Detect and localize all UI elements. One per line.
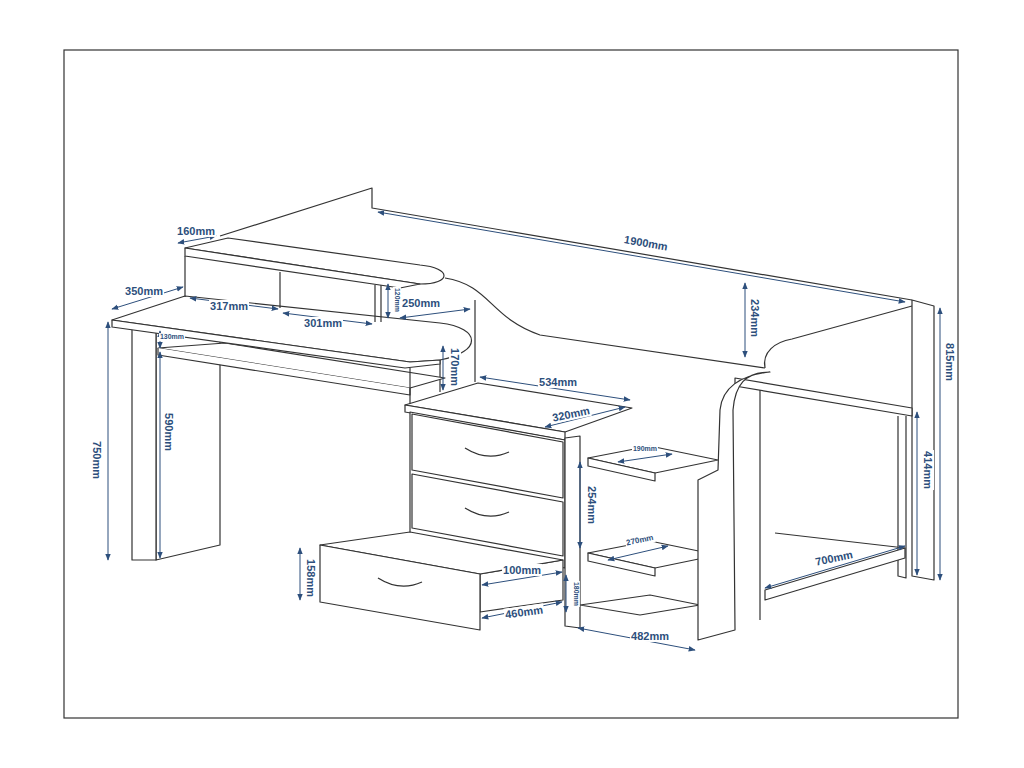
furniture-outline-part [409,368,410,405]
dimension-label: 234mm [749,298,761,338]
dimension-label: 170mm [449,347,461,387]
drawer-handles-part [465,508,509,516]
furniture-outline [112,188,934,640]
drawer-handles-part [465,448,509,456]
furniture-outline-part [320,545,480,630]
dimension-label: 120mm [393,287,401,313]
dimension-lines-part [443,346,444,390]
dimension-lines-part [618,454,672,462]
furniture-outline-part [580,595,700,615]
dimension-lines-part [940,308,941,580]
dimension-label: 317mm [209,300,249,312]
furniture-outline-part [698,372,770,640]
dimension-lines-part [400,309,470,318]
furniture-outline-part [765,548,905,600]
dimension-lines-part [300,548,301,600]
dimension-label: 815mm [944,342,956,382]
dimension-lines-part [378,212,905,302]
drawer-handles-part [378,578,422,586]
dimension-lines-part [745,283,746,357]
dimension-lines-part [108,322,109,560]
furniture-outline-part [765,306,912,368]
furniture-outline-part [112,320,440,368]
dimension-lines-part [578,628,695,650]
dimension-label: 750mm [91,440,103,480]
dimension-label: 250mm [401,297,441,309]
dimension-lines-part [160,352,161,558]
dimension-label: 590mm [163,412,175,452]
furniture-outline-part [156,331,220,560]
dimension-label: 534mm [538,376,578,388]
dimension-label: 301mm [303,317,343,329]
dimension-lines-part [765,546,905,588]
dimension-lines-part [917,412,918,575]
dimension-label: 180mm [572,581,580,607]
furniture-outline-part [445,278,765,368]
dimension-lines-part [566,575,567,612]
dimension-label: 190mm [632,445,658,453]
dimension-lines [108,212,940,650]
furniture-outline-part [565,436,580,628]
dimension-label: 130mm [159,333,185,341]
dimension-lines-part [608,546,668,560]
furniture-outline-part [775,533,905,548]
furniture-outline-part [912,300,934,580]
dimension-lines-part [388,284,389,318]
furniture-outline-part [759,390,760,620]
dimension-label: 482mm [630,630,670,642]
dimension-label: 160mm [176,225,216,237]
dimension-lines-part [178,236,216,243]
furniture-outline-part [185,248,420,288]
furniture-outline-part [132,327,156,560]
furniture-outline-part [735,378,912,416]
dimension-label: 254mm [586,485,598,525]
dimension-lines-part [580,462,581,548]
drawer-handles [378,448,509,586]
dimension-label: 100mm [502,564,542,576]
dimension-label: 414mm [922,450,934,490]
frame [64,50,958,718]
dimension-label: 350mm [124,285,164,297]
dimension-label: 1900mm [622,233,669,253]
dimension-label: 158mm [305,558,317,598]
